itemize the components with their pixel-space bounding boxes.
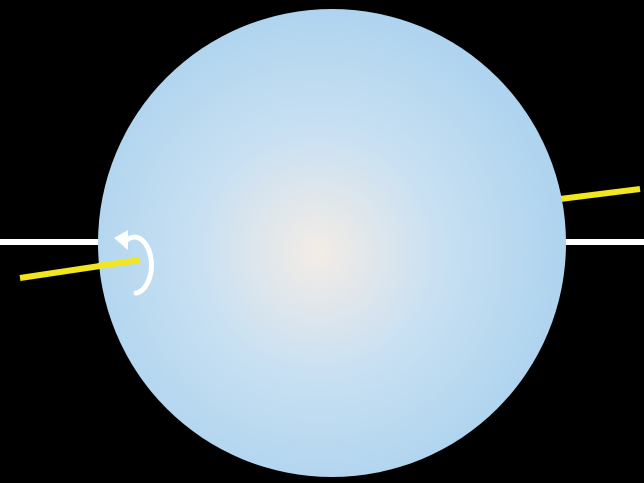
planet-sphere — [98, 9, 566, 477]
